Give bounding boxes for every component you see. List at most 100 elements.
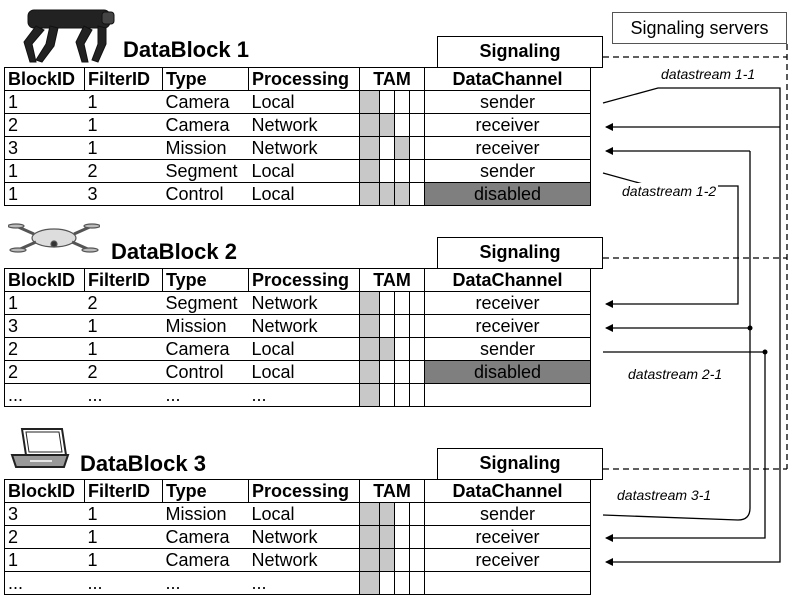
tam-cell (359, 502, 380, 526)
tam-cell (359, 383, 380, 407)
tam-cell (359, 136, 380, 160)
cell-block-id: 1 (4, 291, 85, 315)
cell-datachannel: sender (424, 502, 592, 526)
junction-dot (747, 325, 753, 331)
tam-cell (408, 90, 426, 114)
table-row: ............ (4, 383, 592, 407)
cell-filter-id: 1 (84, 113, 163, 137)
cell-block-id: 2 (4, 360, 85, 384)
tam-cell (394, 548, 410, 572)
cell-datachannel: receiver (424, 314, 592, 338)
tam-cell (359, 113, 380, 137)
header-tam: TAM (358, 268, 426, 292)
cell-datachannel: sender (424, 337, 592, 361)
header-tam: TAM (358, 67, 426, 91)
cell-processing: ... (248, 383, 360, 407)
tam-cell (394, 525, 410, 549)
header-processing: Processing (248, 268, 360, 292)
tam-cell (394, 159, 410, 183)
datastream-label-3-1: datastream 3-1 (615, 487, 714, 503)
cell-filter-id: 1 (84, 136, 163, 160)
tam-cell (359, 314, 380, 338)
header-tam: TAM (358, 479, 426, 503)
cell-processing: ... (248, 571, 360, 595)
tam-cell (394, 383, 410, 407)
tam-cell (359, 291, 380, 315)
drone-icon (8, 223, 100, 253)
tam-cell (394, 136, 410, 160)
header-filterid: FilterID (84, 67, 163, 91)
tam-cell (379, 113, 395, 137)
cell-processing: Local (248, 159, 360, 183)
tam-cell (379, 291, 395, 315)
cell-filter-id: 1 (84, 502, 163, 526)
tam-cell (359, 159, 380, 183)
cell-block-id: 1 (4, 182, 85, 206)
tam-cell (379, 502, 395, 526)
header-filterid: FilterID (84, 268, 163, 292)
cell-block-id: 2 (4, 337, 85, 361)
cell-processing: Network (248, 136, 360, 160)
cell-processing: Network (248, 314, 360, 338)
cell-processing: Network (248, 291, 360, 315)
laptop-icon (10, 428, 70, 468)
cell-block-id: ... (4, 571, 85, 595)
tam-cell (359, 360, 380, 384)
header-blockid: BlockID (4, 479, 85, 503)
tam-cell (408, 360, 426, 384)
header-type: Type (162, 268, 249, 292)
cell-filter-id: ... (84, 571, 163, 595)
tam-cell (408, 337, 426, 361)
cell-block-id: 3 (4, 314, 85, 338)
cell-filter-id: ... (84, 383, 163, 407)
cell-processing: Local (248, 182, 360, 206)
signaling-box-2: Signaling (437, 237, 603, 269)
tam-cell (379, 90, 395, 114)
cell-filter-id: 2 (84, 159, 163, 183)
table-row: ............ (4, 571, 592, 595)
tam-cell (394, 337, 410, 361)
cell-datachannel: receiver (424, 291, 592, 315)
datastream-1-2-wire (602, 172, 739, 308)
header-processing: Processing (248, 67, 360, 91)
datastream-label-1-2: datastream 1-2 (620, 183, 719, 199)
cell-processing: Network (248, 113, 360, 137)
cell-processing: Network (248, 525, 360, 549)
header-filterid: FilterID (84, 479, 163, 503)
tam-cell (408, 159, 426, 183)
tam-cell (379, 571, 395, 595)
cell-type: Camera (162, 90, 249, 114)
tam-cell (408, 113, 426, 137)
robot-dog-icon (23, 9, 115, 63)
cell-datachannel: disabled (424, 182, 592, 206)
cell-filter-id: 2 (84, 360, 163, 384)
header-datachannel: DataChannel (424, 479, 592, 503)
cell-block-id: 1 (4, 159, 85, 183)
cell-processing: Network (248, 548, 360, 572)
tam-cell (408, 291, 426, 315)
tam-cell (394, 360, 410, 384)
tam-cell (359, 337, 380, 361)
signaling-box-3: Signaling (437, 448, 603, 480)
cell-filter-id: 1 (84, 337, 163, 361)
cell-type: Mission (162, 136, 249, 160)
tam-cell (408, 314, 426, 338)
cell-processing: Local (248, 90, 360, 114)
cell-filter-id: 1 (84, 548, 163, 572)
cell-block-id: ... (4, 383, 85, 407)
cell-block-id: 1 (4, 90, 85, 114)
header-datachannel: DataChannel (424, 67, 592, 91)
tam-cell (394, 182, 410, 206)
cell-datachannel: receiver (424, 136, 592, 160)
cell-block-id: 3 (4, 502, 85, 526)
tam-cell (359, 571, 380, 595)
